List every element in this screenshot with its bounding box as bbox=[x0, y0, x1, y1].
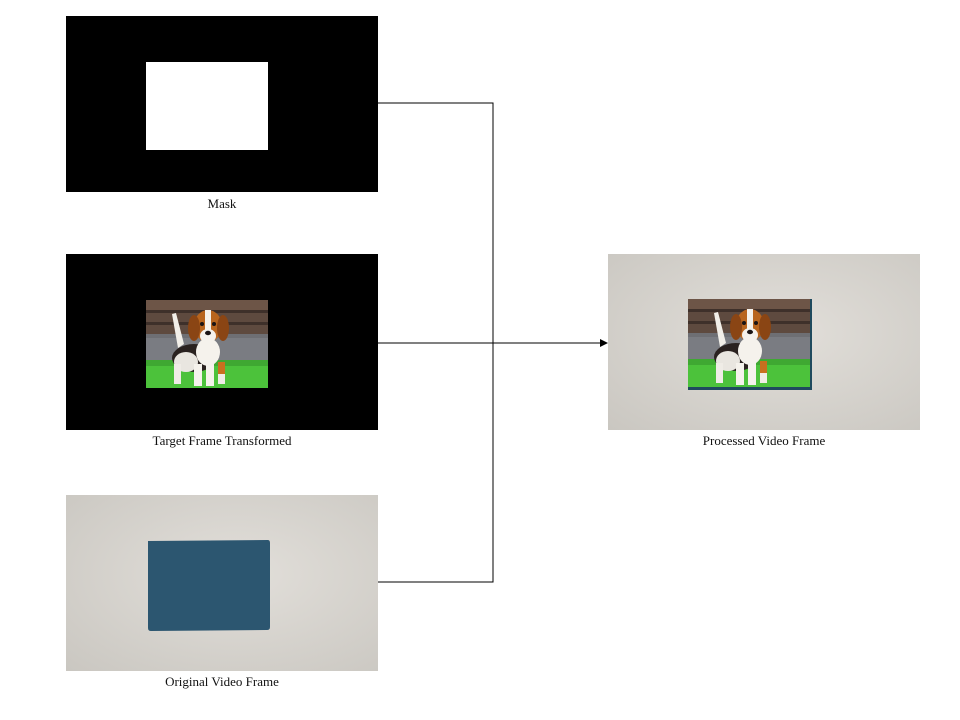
blue-card bbox=[148, 540, 270, 631]
original-frame-caption: Original Video Frame bbox=[165, 674, 279, 689]
beagle-photo-composited bbox=[688, 299, 810, 387]
mask-region bbox=[146, 62, 268, 150]
beagle-photo bbox=[146, 300, 268, 388]
processed-frame-panel bbox=[608, 254, 920, 430]
processed-frame-caption: Processed Video Frame bbox=[702, 433, 826, 448]
connector-mask bbox=[378, 102, 494, 343]
connector-original bbox=[378, 343, 494, 583]
mask-panel bbox=[66, 16, 378, 192]
target-frame-panel bbox=[66, 254, 378, 430]
target-frame-caption: Target Frame Transformed bbox=[152, 433, 292, 448]
mask-caption: Mask bbox=[207, 196, 237, 211]
original-frame-panel bbox=[66, 495, 378, 671]
